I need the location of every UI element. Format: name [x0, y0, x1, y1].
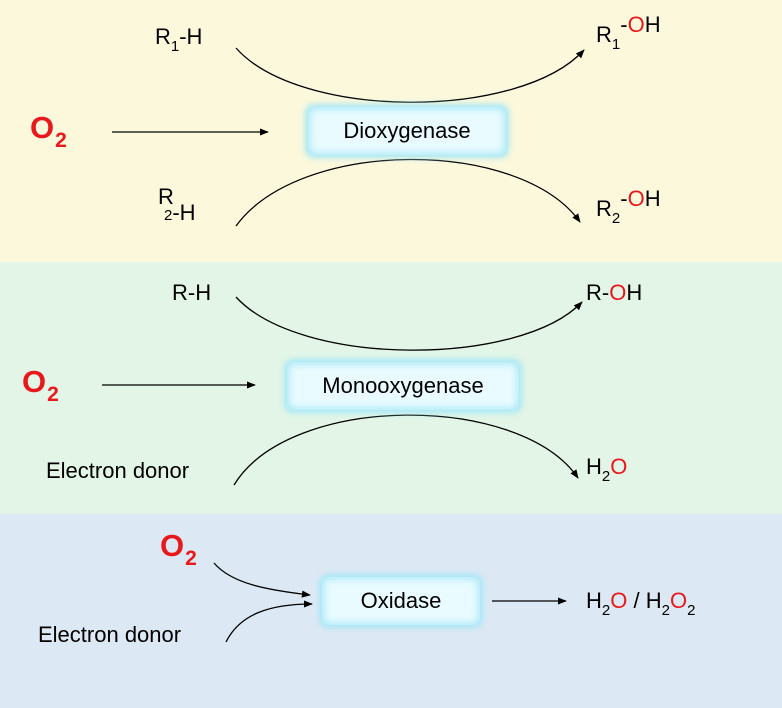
substrate-r2h: R 2-H: [158, 184, 196, 225]
enzyme-name: Oxidase: [360, 588, 442, 613]
enzyme-name: Dioxygenase: [343, 118, 471, 143]
electron-donor-label: Electron donor: [46, 458, 190, 483]
product-r2oh: R2-OH: [596, 186, 661, 227]
substrate-r1h: R1-H: [155, 24, 203, 55]
product-water: H2O: [586, 454, 628, 485]
oxidase-box: Oxidase: [322, 577, 480, 625]
products-water-peroxide: H2O / H2O2: [586, 588, 696, 619]
o2-label: O2: [30, 110, 67, 152]
o2-label: O2: [22, 364, 59, 406]
monooxygenase-box: Monooxygenase: [287, 362, 519, 410]
enzyme-name: Monooxygenase: [322, 373, 484, 398]
product-roh: R-OH: [586, 280, 643, 305]
product-r1oh: R1-OH: [596, 12, 661, 53]
dioxygenase-box: Dioxygenase: [308, 107, 506, 155]
substrate-rh: R-H: [172, 280, 212, 305]
o2-label: O2: [160, 528, 197, 570]
electron-donor-label: Electron donor: [38, 622, 182, 647]
